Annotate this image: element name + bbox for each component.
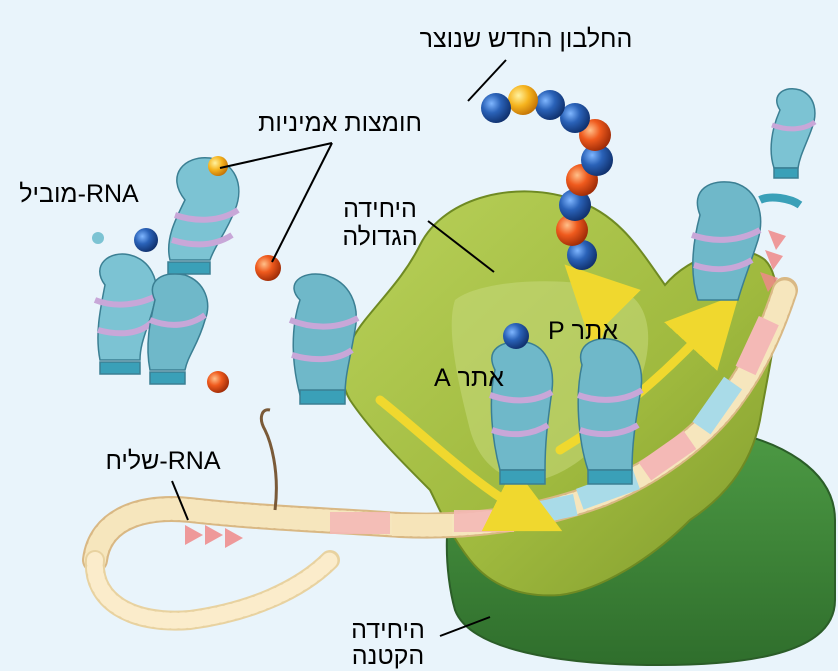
amino-acid-ball — [503, 323, 529, 349]
label-a-site: אתר A — [424, 365, 514, 392]
label-new-protein: החלבון החדש שנוצר — [400, 26, 652, 53]
label-small-subunit-1: היחידה — [338, 617, 438, 644]
label-p-site: אתר P — [538, 318, 628, 345]
label-small-subunit-2: הקטנה — [338, 643, 438, 670]
label-mrna: RNA-שליח — [88, 448, 238, 475]
trna-p-site — [578, 339, 642, 484]
amino-acid-ball — [207, 371, 229, 393]
label-large-subunit-2: הגדולה — [330, 224, 430, 251]
amino-acid-ball — [255, 255, 281, 281]
label-large-subunit-1: היחידה — [330, 196, 430, 223]
amino-acid-ball — [134, 228, 158, 252]
label-amino-acids: חומצות אמיניות — [240, 110, 440, 137]
label-trna: RNA-מוביל — [4, 181, 154, 208]
